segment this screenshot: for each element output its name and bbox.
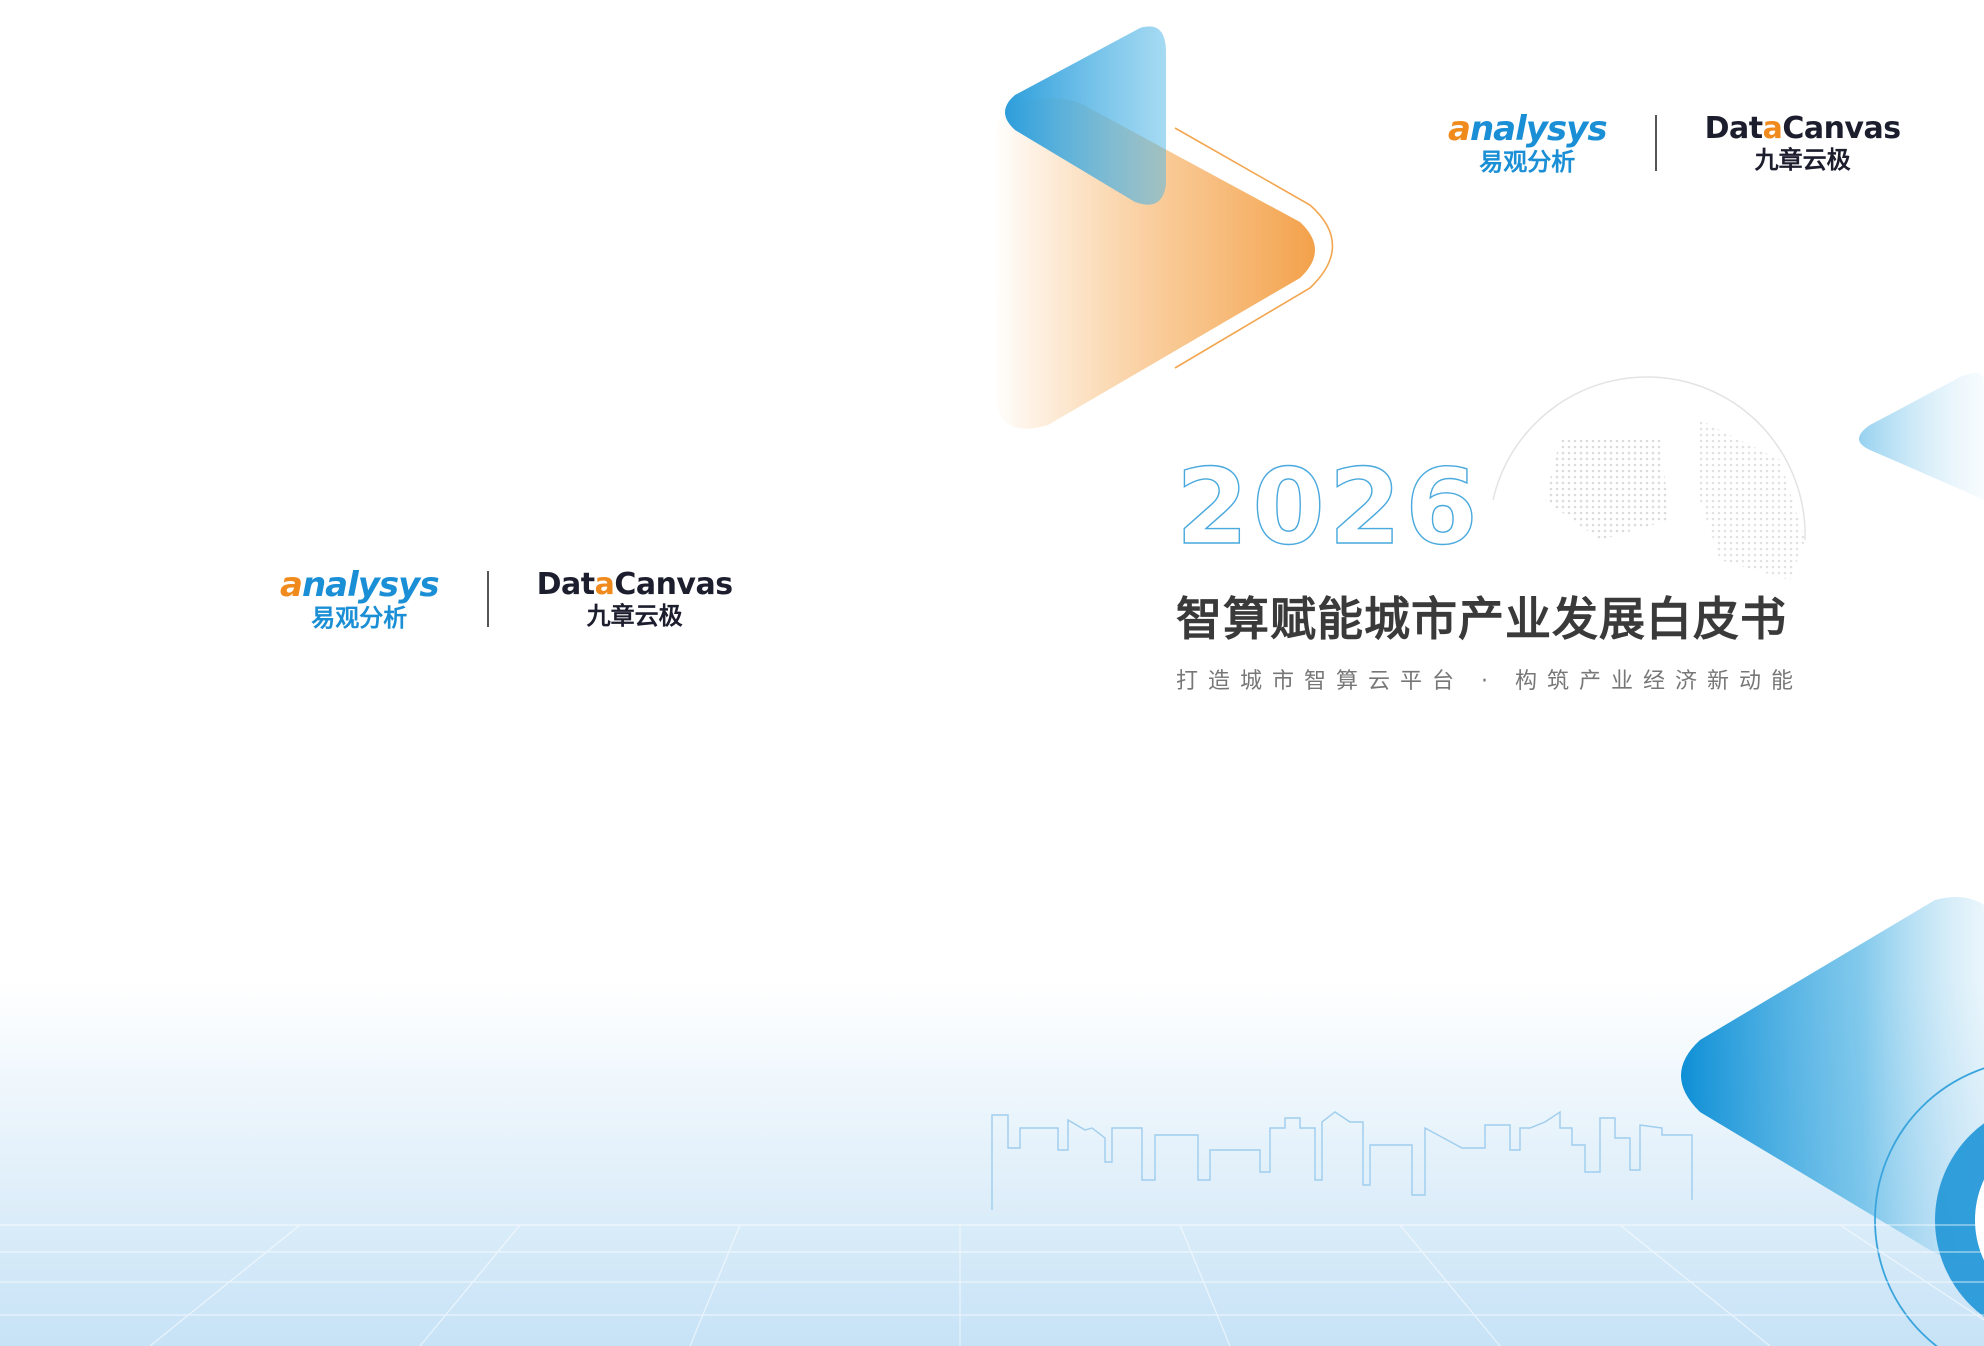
- datacanvas-logo-pre: Dat: [536, 567, 596, 602]
- header-logos: analysys 易观分析 DataCanvas 九章云极: [1448, 112, 1901, 174]
- datacanvas-logo-post: Canvas: [1782, 111, 1901, 146]
- datacanvas-logo-post: Canvas: [614, 567, 733, 602]
- cover-title-block: 2026 智算赋能城市产业发展白皮书 打造城市智算云平台 · 构筑产业经济新动能: [1175, 446, 1803, 695]
- datacanvas-logo: DataCanvas 九章云极: [1704, 111, 1902, 174]
- analysys-logo-a: a: [1448, 109, 1471, 149]
- back-cover-logos: analysys 易观分析 DataCanvas 九章云极: [280, 568, 733, 630]
- play-triangle-orange-icon: [993, 98, 1334, 429]
- analysys-logo: analysys 易观分析: [280, 565, 440, 632]
- datacanvas-logo-a: a: [594, 567, 615, 602]
- analysys-logo-chinese: 易观分析: [311, 604, 408, 632]
- cover-subtitle: 打造城市智算云平台 · 构筑产业经济新动能: [1176, 669, 1803, 694]
- triangle-blue-icon: [1005, 26, 1166, 205]
- analysys-logo-a: a: [280, 565, 303, 605]
- cover-year: 2026: [1175, 446, 1482, 568]
- triangle-blue-large-icon: [1681, 896, 1984, 1261]
- datacanvas-logo-chinese: 九章云极: [586, 602, 683, 630]
- grid-floor-icon: [0, 1224, 1984, 1346]
- triangle-blue-small-icon: [1859, 373, 1984, 500]
- analysys-logo: analysys 易观分析: [1448, 109, 1608, 176]
- ring-circle-icon: [1874, 1067, 1984, 1346]
- logo-divider: [1654, 115, 1657, 171]
- cover-title: 智算赋能城市产业发展白皮书: [1176, 592, 1787, 646]
- datacanvas-logo-a: a: [1762, 111, 1783, 146]
- logo-divider: [486, 571, 489, 627]
- analysys-logo-wordmark: nalysys: [1469, 109, 1608, 149]
- globe-dots-icon: [1492, 376, 1806, 580]
- datacanvas-logo: DataCanvas 九章云极: [536, 567, 734, 630]
- datacanvas-logo-chinese: 九章云极: [1754, 146, 1851, 174]
- analysys-logo-wordmark: nalysys: [301, 565, 440, 605]
- city-skyline-icon: [991, 1110, 1693, 1210]
- analysys-logo-chinese: 易观分析: [1479, 148, 1576, 176]
- datacanvas-logo-pre: Dat: [1704, 111, 1764, 146]
